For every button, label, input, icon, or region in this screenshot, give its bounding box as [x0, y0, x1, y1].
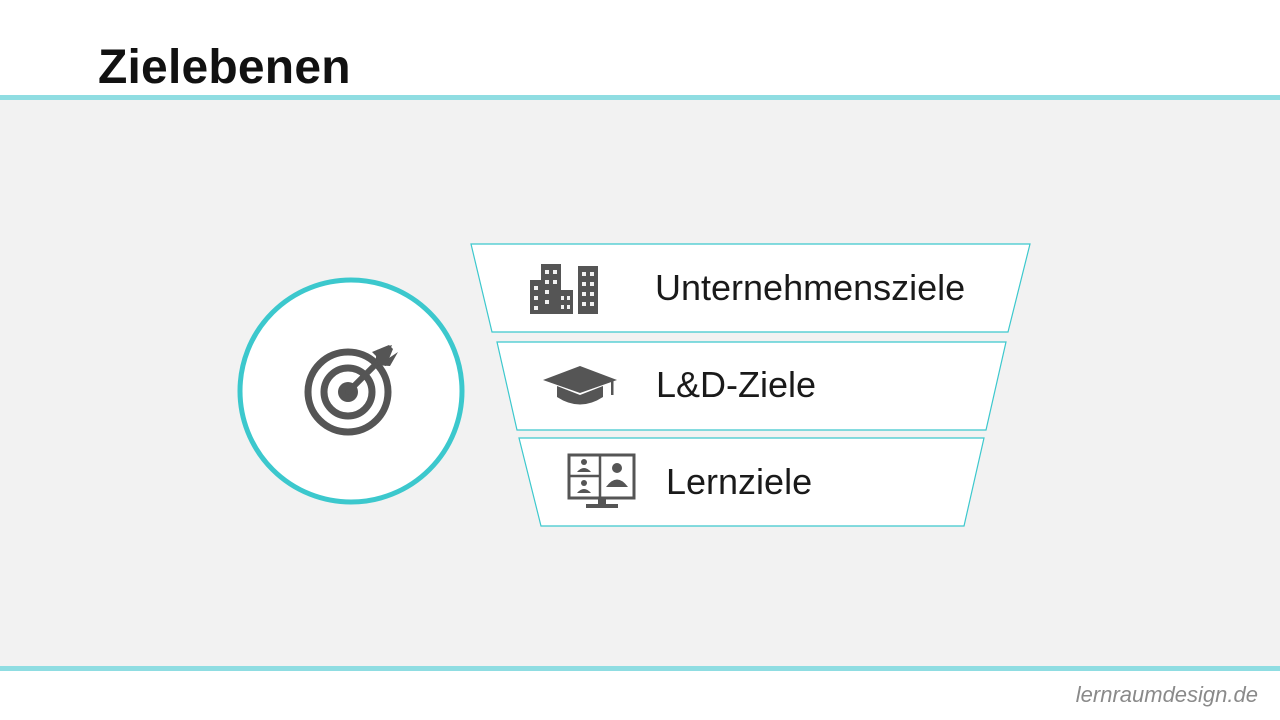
bottom-divider [0, 666, 1280, 671]
video-conference-monitor-icon [567, 453, 636, 508]
target-arrow-icon [304, 345, 398, 436]
top-divider [0, 95, 1280, 100]
goal-circle [237, 277, 465, 505]
level-label-lernziele: Lernziele [666, 461, 812, 502]
buildings-icon [530, 264, 598, 314]
level-label-unternehmensziele: Unternehmensziele [655, 267, 965, 308]
slide-title: Zielebenen [98, 41, 351, 94]
level-label-ld-ziele: L&D-Ziele [656, 364, 816, 405]
graduation-cap-icon [543, 366, 617, 405]
level-lernziele: Lernziele [518, 437, 985, 527]
level-ld-ziele: L&D-Ziele [496, 341, 1007, 431]
footer-brand: lernraumdesign.de [1075, 682, 1258, 707]
level-unternehmensziele: Unternehmensziele [470, 243, 1031, 333]
